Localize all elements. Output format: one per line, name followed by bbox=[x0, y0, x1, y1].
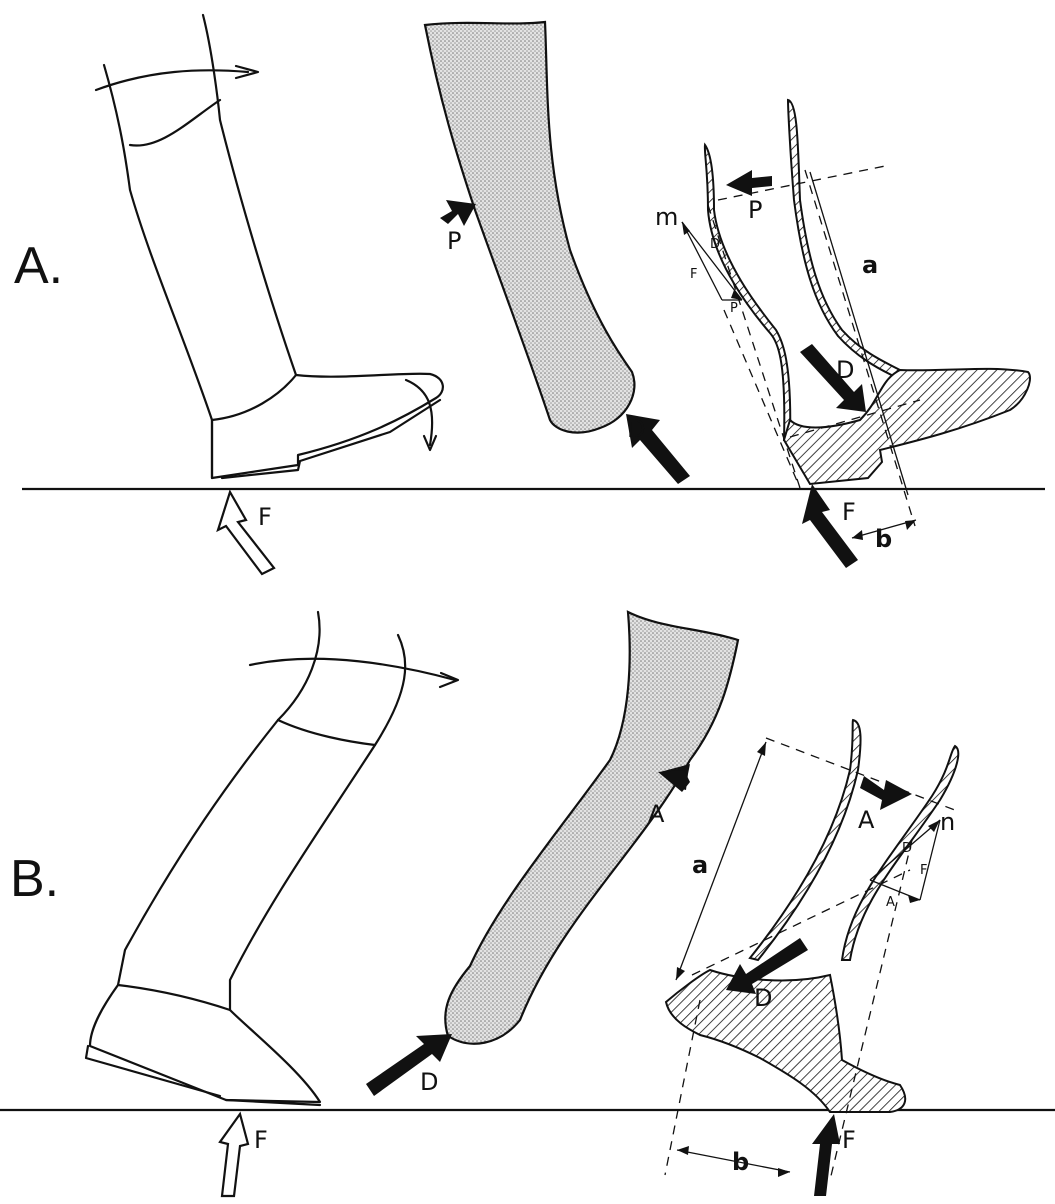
force-label-d-socket-a: D bbox=[836, 356, 854, 384]
force-arrow-d-a: D bbox=[626, 414, 690, 484]
leg-with-shoe-a bbox=[96, 15, 443, 478]
panel-a-label: A. bbox=[14, 237, 63, 295]
force-label-f-a: F bbox=[258, 503, 272, 531]
vector-label-d-b: D bbox=[902, 841, 912, 856]
vector-label-d-a: D bbox=[710, 237, 720, 252]
dimension-label-a-a: a bbox=[862, 251, 878, 279]
force-label-f-socket-b: F bbox=[842, 1126, 856, 1154]
panel-b-label: B. bbox=[10, 850, 59, 908]
force-label-a-socket-b: A bbox=[858, 806, 875, 834]
force-label-p-a: P bbox=[447, 227, 461, 255]
force-label-f-socket-a: F bbox=[842, 498, 856, 526]
force-label-d-b: D bbox=[420, 1068, 438, 1096]
force-label-p-socket-a: P bbox=[748, 196, 762, 224]
dimension-label-b-a: b bbox=[875, 525, 892, 553]
force-arrow-d-socket-a: D bbox=[800, 344, 866, 412]
force-label-a-b: A bbox=[648, 800, 665, 828]
force-arrow-p-socket-a: P bbox=[726, 170, 772, 224]
vector-label-a-vec-b: A bbox=[886, 895, 895, 910]
force-label-d-socket-b: D bbox=[754, 984, 772, 1012]
vector-label-n-b: n bbox=[940, 808, 955, 836]
vector-label-m-a: m bbox=[655, 203, 678, 231]
force-arrow-f-a: F bbox=[218, 492, 274, 574]
vector-label-f-a: F bbox=[690, 267, 697, 282]
force-arrow-p-a: P bbox=[440, 200, 476, 255]
leg-with-shoe-b bbox=[86, 612, 458, 1105]
vector-label-f-b: F bbox=[920, 863, 927, 878]
dimension-label-b-b: b bbox=[732, 1148, 749, 1176]
panel-a: A. F P D bbox=[14, 15, 1045, 574]
panel-b: B. F A D bbox=[0, 612, 1055, 1196]
force-label-d-a: D bbox=[627, 415, 645, 443]
force-arrow-f-socket-a: F bbox=[802, 484, 858, 568]
prosthesis-section-a: a b bbox=[705, 100, 1030, 553]
force-label-f-b: F bbox=[254, 1126, 268, 1154]
force-arrow-f-b: F bbox=[220, 1114, 268, 1196]
force-arrow-a-socket-b: A bbox=[858, 776, 912, 834]
vector-label-p-a: P bbox=[730, 301, 738, 316]
dimension-label-a-b: a bbox=[692, 851, 708, 879]
force-arrow-d-b: D bbox=[366, 1034, 452, 1096]
force-arrow-f-socket-b: F bbox=[812, 1114, 856, 1196]
